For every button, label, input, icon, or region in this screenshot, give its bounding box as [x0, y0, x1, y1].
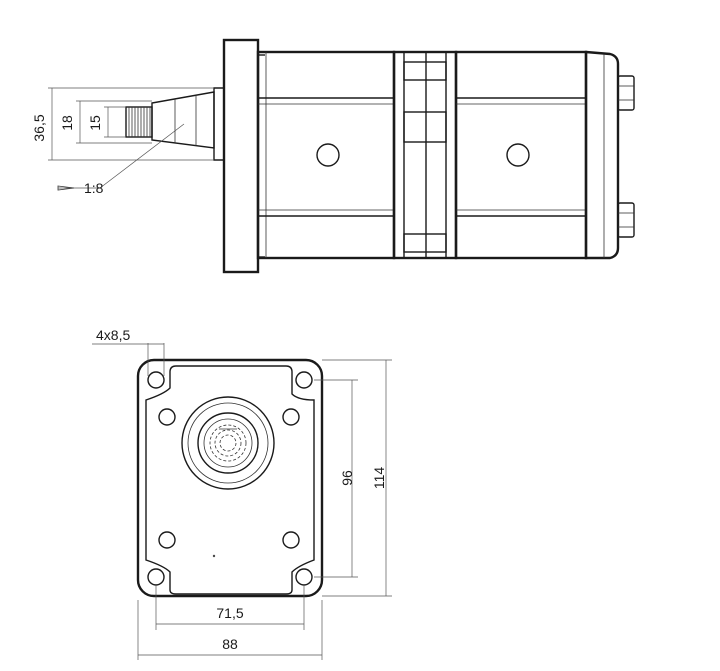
bolt-hole-icon [158, 408, 176, 426]
taper-shaft [151, 91, 215, 149]
dim-shaft-outer: 18 [59, 115, 75, 131]
port-circle [316, 143, 340, 167]
pump-body-rear [454, 50, 588, 260]
bolt-hole-icon [282, 531, 300, 549]
shaft-dimensions [48, 87, 214, 191]
central-hub [181, 396, 275, 490]
hex-bolt-bottom [617, 202, 635, 238]
horizontal-dimensions [137, 585, 323, 660]
flange-outline [136, 358, 324, 598]
taper-label: 1:8 [84, 180, 104, 196]
pump-body-front [256, 50, 396, 260]
hex-bolt-top [617, 75, 635, 111]
mounting-holes [147, 371, 313, 586]
bolt-hole-icon [282, 408, 300, 426]
dim-horizontal-inner: 71,5 [216, 605, 243, 621]
body-outline [145, 365, 315, 595]
mounting-hole-icon [147, 568, 165, 586]
dim-horizontal-outer: 88 [222, 636, 238, 652]
side-view: 36,5 18 15 1:8 [31, 38, 635, 274]
port-circle-rear [506, 143, 530, 167]
dim-overall-height: 36,5 [31, 114, 47, 141]
dim-vertical-inner: 96 [339, 470, 355, 486]
dim-holes: 4x8,5 [96, 327, 130, 343]
mounting-flange [222, 38, 260, 274]
mounting-hole-icon [295, 371, 313, 389]
mounting-hole-icon [147, 371, 165, 389]
vertical-dimensions [314, 359, 392, 597]
bolt-holes [158, 408, 300, 549]
dim-vertical-outer: 114 [371, 467, 387, 490]
shaft-hub [213, 87, 225, 161]
hole-dimension [92, 343, 165, 376]
end-cover [584, 50, 620, 260]
dim-shaft-inner: 15 [87, 115, 103, 131]
bolt-hole-icon [158, 531, 176, 549]
mounting-hole-icon [295, 568, 313, 586]
threaded-shaft-tip [125, 106, 153, 138]
front-view: 4x8,5 96 114 71,5 88 [92, 327, 392, 660]
